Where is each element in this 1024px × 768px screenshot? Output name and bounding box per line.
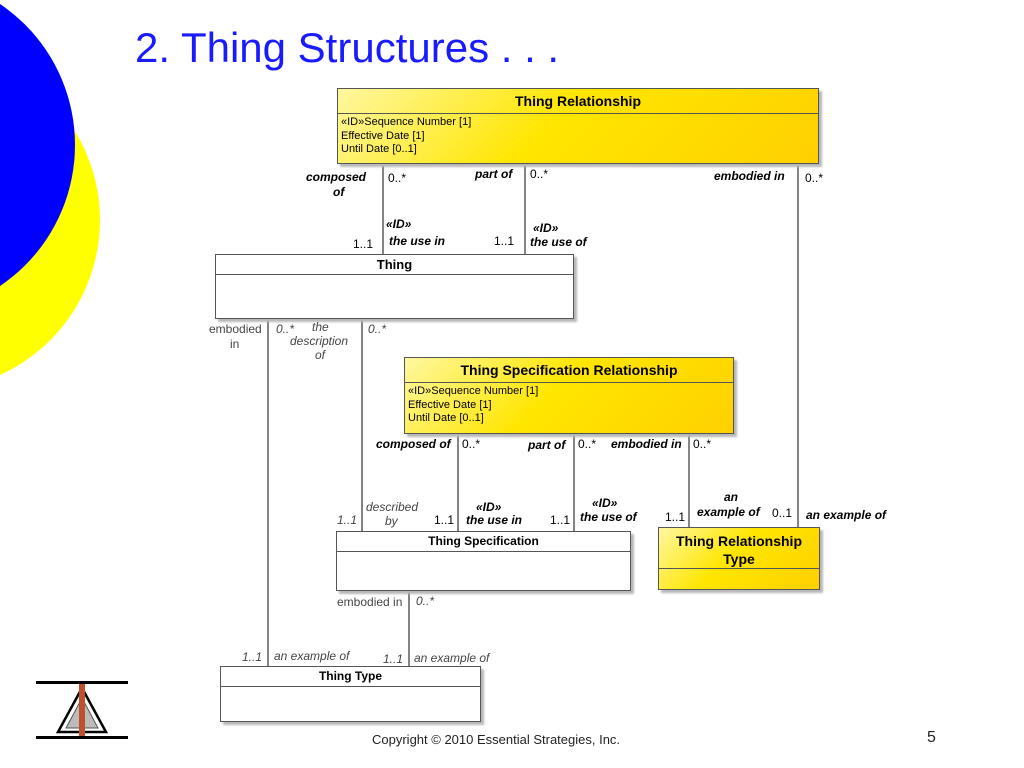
cardinality-label: 0..*	[416, 594, 435, 608]
entity-thing-relationship[interactable]: Thing Relationship «ID»Sequence Number […	[337, 88, 819, 164]
entity-attributes: «ID»Sequence Number [1] Effective Date […	[338, 114, 818, 159]
cardinality-label: 0..*	[693, 437, 712, 451]
blue-circle	[0, 4, 75, 286]
entity-name: Thing Specification	[337, 532, 630, 552]
role-label: embodied in	[714, 169, 785, 183]
decorative-circles	[0, 4, 100, 375]
entity-thing[interactable]: Thing	[215, 254, 574, 319]
attribute: Until Date [0..1]	[408, 412, 484, 424]
cardinality-label: 1..1	[383, 652, 404, 666]
role-label: in	[230, 337, 240, 351]
cardinality-label: 1..1	[550, 513, 571, 527]
role-label: part of	[528, 438, 566, 452]
id-marker: «ID»	[476, 500, 502, 514]
role-label: of	[333, 185, 345, 199]
id-marker: «ID»	[592, 496, 618, 510]
cardinality-label: 0..*	[805, 171, 824, 185]
role-label: an example of	[806, 508, 887, 522]
cardinality-label: 1..1	[337, 513, 358, 527]
entity-name: Thing Relationship Type	[659, 532, 819, 568]
attribute: Effective Date [1]	[408, 398, 492, 411]
attribute: «ID»Sequence Number [1]	[408, 385, 539, 397]
role-label: the use in	[466, 513, 523, 527]
cardinality-label: 0..1	[772, 506, 793, 520]
entity-name-line: Type	[723, 551, 755, 567]
entity-name: Thing Relationship	[338, 89, 818, 114]
entity-name-line: Thing Relationship	[676, 533, 802, 549]
role-label: the use of	[580, 510, 637, 524]
role-label: the use in	[389, 234, 446, 248]
cardinality-label: 1..1	[434, 513, 455, 527]
entity-name: Thing Specification Relationship	[405, 358, 733, 383]
copyright-text: Copyright © 2010 Essential Strategies, I…	[372, 732, 621, 747]
cardinality-label: 1..1	[353, 237, 374, 251]
attribute: «ID»Sequence Number [1]	[341, 116, 472, 128]
attribute: Until Date [0..1]	[341, 143, 417, 155]
entity-thing-specification-relationship[interactable]: Thing Specification Relationship «ID»Seq…	[404, 357, 734, 434]
entity-thing-type[interactable]: Thing Type	[220, 666, 481, 722]
role-label: an example of	[274, 649, 350, 663]
entity-thing-relationship-type[interactable]: Thing Relationship Type	[658, 527, 820, 590]
role-label: an example of	[414, 651, 490, 665]
role-label: by	[385, 514, 398, 528]
role-label: an	[724, 490, 739, 504]
page-number: 5	[927, 729, 936, 746]
entity-divider	[659, 568, 819, 569]
entity-attributes: «ID»Sequence Number [1] Effective Date […	[405, 383, 733, 428]
entity-thing-specification[interactable]: Thing Specification	[336, 531, 631, 591]
essential-strategies-logo	[36, 681, 128, 739]
role-label: example of	[697, 505, 760, 519]
role-label: described	[366, 500, 419, 514]
entity-name: Thing	[216, 255, 573, 275]
role-label: of	[315, 348, 326, 362]
role-label: embodied in	[337, 595, 403, 609]
role-label: composed	[306, 170, 367, 184]
role-label: the	[312, 320, 329, 334]
slide-title: 2. Thing Structures . . .	[135, 24, 560, 71]
role-label: the use of	[530, 235, 587, 249]
cardinality-label: 1..1	[494, 234, 515, 248]
cardinality-label: 1..1	[665, 510, 686, 524]
role-label: embodied in	[611, 437, 682, 451]
cardinality-label: 0..*	[530, 167, 549, 181]
cardinality-label: 0..*	[388, 171, 407, 185]
cardinality-label: 0..*	[276, 322, 295, 336]
cardinality-label: 0..*	[462, 437, 481, 451]
cardinality-label: 1..1	[242, 650, 263, 664]
entity-name: Thing Type	[221, 667, 480, 687]
id-marker: «ID»	[533, 221, 559, 235]
attribute: Effective Date [1]	[341, 129, 425, 142]
role-label: composed of	[376, 437, 451, 451]
id-marker: «ID»	[386, 217, 412, 231]
role-label: part of	[475, 167, 513, 181]
role-label: description	[290, 334, 349, 348]
cardinality-label: 0..*	[368, 322, 387, 336]
role-label: embodied	[209, 322, 262, 336]
cardinality-label: 0..*	[578, 437, 597, 451]
